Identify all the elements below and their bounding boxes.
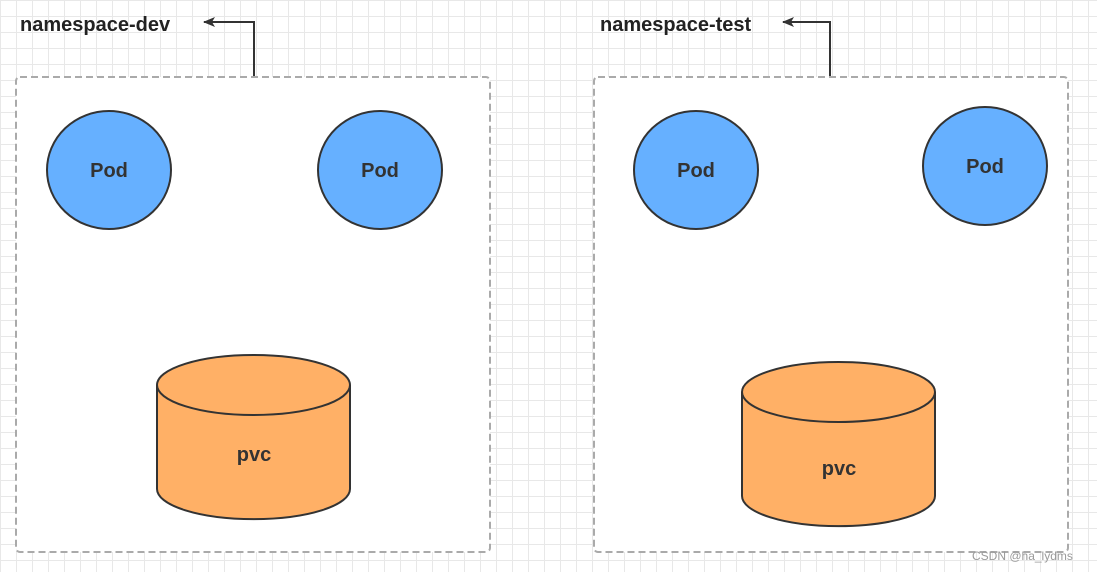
pod-circle [633, 110, 759, 230]
namespace-test-title: namespace-test [600, 14, 752, 36]
pod-circle [922, 106, 1048, 226]
namespace-dev-connector-arrow [203, 17, 255, 76]
pod-label: Pod [966, 156, 1004, 178]
namespace-dev-pod-1: Pod [46, 110, 172, 230]
watermark-text: CSDN @ha_lydms [972, 549, 1073, 563]
namespace-test-pvc: pvc [741, 361, 936, 528]
pvc-cylinder-body [156, 385, 351, 521]
pvc-cylinder-body [741, 392, 936, 528]
pod-label: Pod [677, 160, 715, 182]
namespace-dev-pod-2: Pod [317, 110, 443, 230]
pvc-label: pvc [822, 458, 856, 480]
namespace-dev-pvc: pvc [156, 354, 351, 521]
namespace-dev-title: namespace-dev [20, 14, 171, 36]
namespace-test-pod-2: Pod [922, 106, 1048, 226]
namespace-test-pod-1: Pod [633, 110, 759, 230]
pvc-label: pvc [237, 444, 271, 466]
pod-label: Pod [361, 160, 399, 182]
pvc-cylinder-top [741, 361, 936, 423]
pod-circle [46, 110, 172, 230]
namespace-test-connector-arrow [782, 17, 831, 76]
pvc-cylinder-top [156, 354, 351, 416]
pod-label: Pod [90, 160, 128, 182]
pod-circle [317, 110, 443, 230]
namespace-test-group: namespace-test Pod Pod pvc [593, 14, 1069, 553]
namespace-dev-group: namespace-dev Pod Pod pvc [15, 14, 491, 553]
